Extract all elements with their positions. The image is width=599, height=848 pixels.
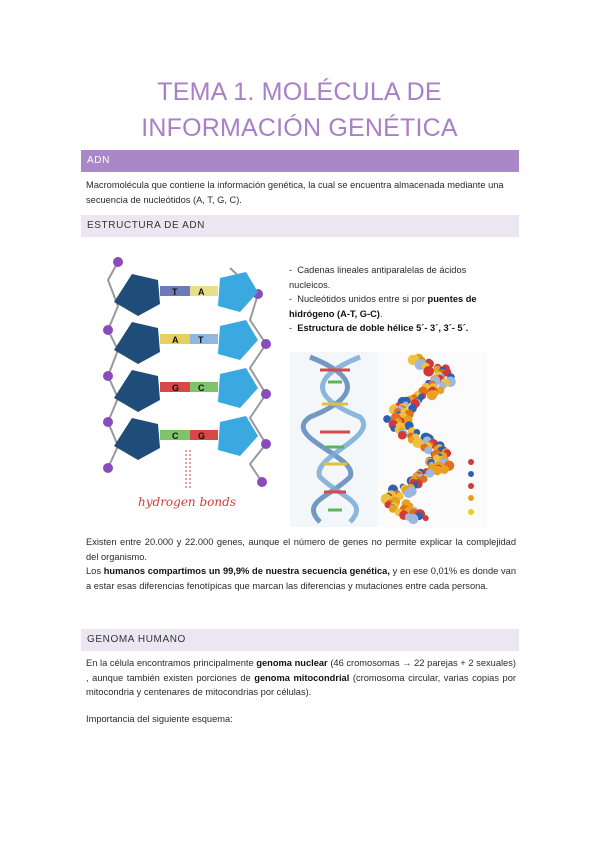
atom-sphere: [436, 386, 445, 395]
section-heading-estructura: ESTRUCTURA DE ADN: [81, 215, 519, 237]
hydrogen-bonds-caption: hydrogen bonds: [138, 495, 236, 509]
scheme-note: Importancia del siguiente esquema:: [86, 714, 233, 724]
bullet-3: - Estructura de doble hélice 5´- 3´, 3´-…: [289, 323, 469, 334]
atom-sphere: [424, 446, 433, 455]
base-left-3: C: [172, 431, 179, 441]
atom-sphere: [426, 390, 437, 401]
base-left-2: G: [172, 383, 179, 393]
atom-sphere: [422, 515, 429, 522]
atom-sphere: [408, 513, 419, 525]
section-heading-adn: ADN: [81, 150, 519, 172]
phosphate-group: [103, 257, 271, 487]
bullet-1: - Cadenas lineales antiparalelas de ácid…: [289, 265, 467, 290]
base-right-3: G: [198, 431, 205, 441]
atom-sphere: [439, 465, 449, 474]
base-left-0: T: [172, 287, 178, 297]
page-title: TEMA 1. MOLÉCULA DE INFORMACIÓN GENÉTICA: [0, 74, 599, 146]
atom-sphere: [423, 366, 434, 377]
structure-bullets: - Cadenas lineales antiparalelas de ácid…: [289, 263, 509, 336]
shared-sequence-paragraph: Los humanos compartimos un 99,9% de nues…: [86, 566, 516, 591]
bullet-2: - Nucleótidos unidos entre si por puente…: [289, 294, 477, 319]
title-line-2: INFORMACIÓN GENÉTICA: [141, 114, 458, 142]
atom-sphere: [432, 465, 442, 476]
genome-paragraph: En la célula encontramos principalmente …: [86, 658, 516, 698]
base-right-1: T: [198, 335, 204, 345]
title-line-1: TEMA 1. MOLÉCULA DE: [157, 78, 442, 106]
genes-paragraph: Existen entre 20.000 y 22.000 genes, aun…: [86, 537, 516, 562]
atom-sphere: [403, 488, 414, 498]
atom-sphere: [388, 504, 398, 513]
atom-sphere: [433, 454, 441, 462]
base-right-0: A: [198, 287, 205, 297]
adn-definition: Macromolécula que contiene la informació…: [86, 180, 504, 205]
atom-sphere: [418, 386, 428, 397]
atom-sphere: [397, 430, 407, 440]
atom-sphere: [425, 469, 435, 478]
atom-sphere: [412, 437, 424, 449]
section-heading-genoma: GENOMA HUMANO: [81, 629, 519, 651]
double-helix-diagram: [290, 352, 380, 527]
space-filling-model: [377, 352, 487, 527]
base-right-2: C: [198, 383, 205, 393]
atom-sphere: [383, 415, 391, 423]
dna-ladder-figure: T A A T G C C G hydrogen bonds: [103, 257, 271, 509]
base-left-1: A: [172, 335, 179, 345]
